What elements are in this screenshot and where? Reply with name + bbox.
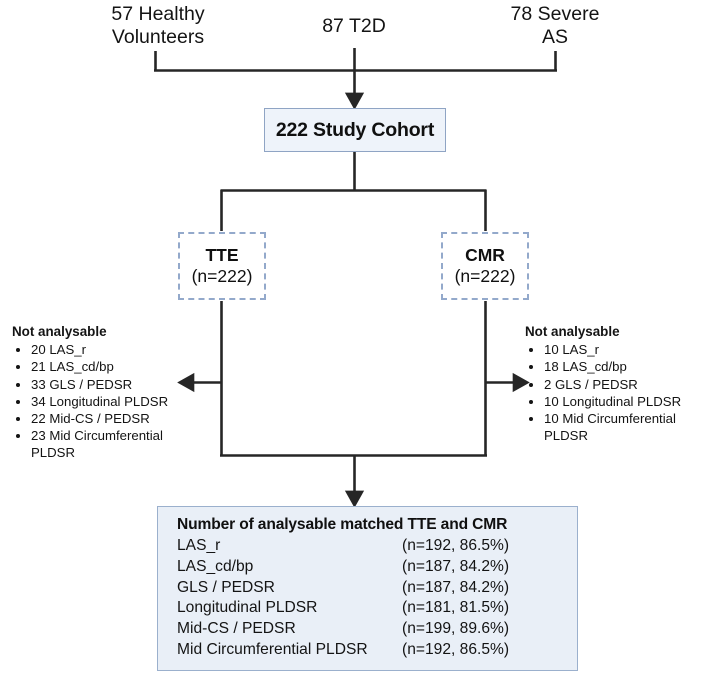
modality-title-cmr: CMR [465,245,505,265]
table-row: LAS_cd/bp (n=187, 84.2%) [177,557,577,578]
exclusions-tte-title: Not analysable [12,324,107,339]
list-item: 10 Longitudinal PLDSR [544,393,701,410]
exclusions-cmr-title: Not analysable [525,324,620,339]
result-metric-value: (n=192, 86.5%) [402,640,510,658]
result-metric-name: Longitudinal PLDSR [177,599,318,617]
table-row: GLS / PEDSR (n=187, 84.2%) [177,578,577,599]
study-cohort-label: 222 Study Cohort [275,118,435,141]
list-item: 33 GLS / PEDSR [31,376,180,393]
table-row: Longitudinal PLDSR (n=181, 81.5%) [177,598,577,619]
list-item: 20 LAS_r [31,341,180,358]
modality-box-tte: TTE (n=222) [178,232,266,300]
result-metric-value: (n=181, 81.5%) [402,599,510,617]
result-metric-value: (n=199, 89.6%) [402,620,510,638]
study-cohort-box: 222 Study Cohort [264,108,446,152]
modality-title-tte: TTE [205,245,239,265]
source-label-t2d: 87 T2D [322,15,386,37]
results-box: Number of analysable matched TTE and CMR… [157,506,578,671]
table-row: Mid Circumferential PLDSR (n=192, 86.5%) [177,640,577,661]
result-metric-name: LAS_cd/bp [177,557,254,575]
list-item: 2 GLS / PEDSR [544,376,701,393]
modality-box-cmr: CMR (n=222) [441,232,529,300]
result-metric-name: GLS / PEDSR [177,578,275,596]
modality-count-tte: (n=222) [191,266,253,286]
list-item: 10 LAS_r [544,341,701,358]
result-metric-name: Mid-CS / PEDSR [177,620,296,638]
source-label-severe-as: 78 Severe AS [510,3,600,48]
list-item: 18 LAS_cd/bp [544,358,701,375]
result-metric-name: Mid Circumferential PLDSR [177,640,368,658]
table-row: Mid-CS / PEDSR (n=199, 89.6%) [177,619,577,640]
results-title: Number of analysable matched TTE and CMR [177,516,508,533]
exclusions-tte-list: 20 LAS_r 21 LAS_cd/bp 33 GLS / PEDSR 34 … [12,341,180,461]
source-label-healthy-volunteers: 57 Healthy Volunteers [111,3,205,48]
list-item: 21 LAS_cd/bp [31,358,180,375]
result-metric-value: (n=192, 86.5%) [402,537,510,554]
list-item: 22 Mid-CS / PEDSR [31,410,180,427]
modality-count-cmr: (n=222) [454,266,516,286]
result-metric-value: (n=187, 84.2%) [402,578,510,596]
exclusions-cmr: Not analysable 10 LAS_r 18 LAS_cd/bp 2 G… [525,323,701,444]
result-metric-value: (n=187, 84.2%) [402,557,510,575]
list-item: 23 Mid Circumferential PLDSR [31,427,180,461]
result-metric-name: LAS_r [177,537,221,554]
table-row: LAS_r (n=192, 86.5%) [177,536,577,557]
list-item: 34 Longitudinal PLDSR [31,393,180,410]
list-item: 10 Mid Circumferential PLDSR [544,410,701,444]
exclusions-tte: Not analysable 20 LAS_r 21 LAS_cd/bp 33 … [12,323,180,462]
exclusions-cmr-list: 10 LAS_r 18 LAS_cd/bp 2 GLS / PEDSR 10 L… [525,341,701,444]
